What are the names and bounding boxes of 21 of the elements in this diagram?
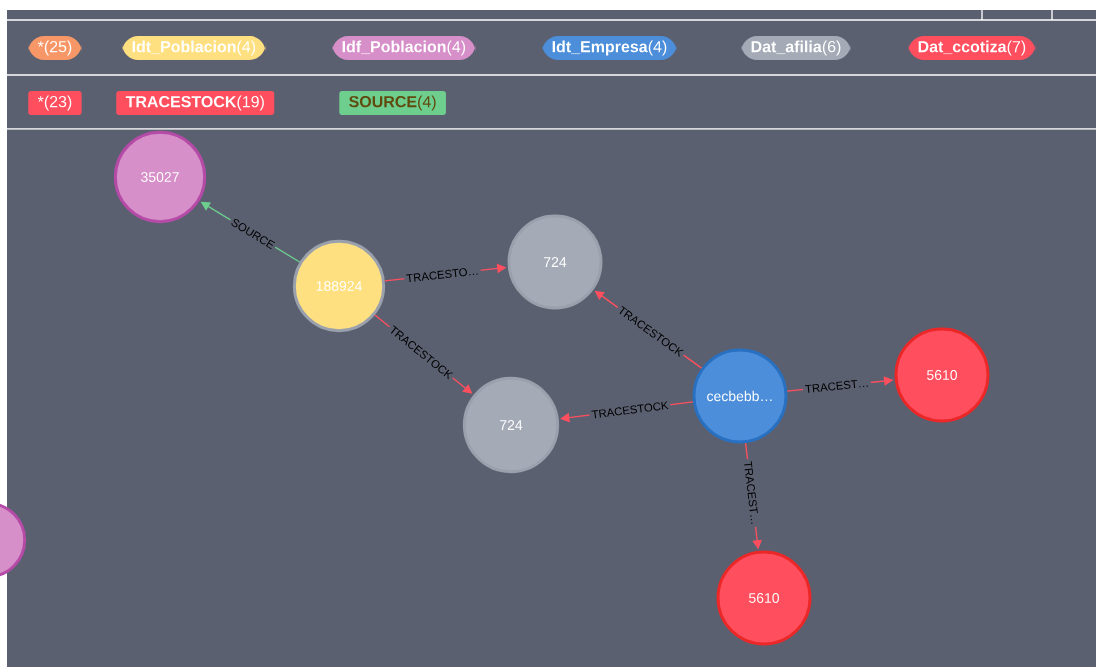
graph-node: 188924 <box>292 239 386 333</box>
label-pill: Dat_afilia(6) <box>741 36 851 60</box>
label-pill: Idt_Empresa(4) <box>542 36 677 60</box>
label-pill: Dat_ccotiza(7) <box>908 36 1036 60</box>
label-pill: SOURCE(4) <box>339 91 446 115</box>
label-pill: Idf_Poblacion(4) <box>332 36 476 60</box>
graph-node <box>0 501 27 579</box>
graph-node: 5610 <box>894 327 990 423</box>
edge-label: TRACESTOCK <box>588 398 672 421</box>
graph-node: 35027 <box>113 130 207 224</box>
graph-node: 5610 <box>716 550 812 646</box>
label-pill: Idt_Poblacion(4) <box>122 36 266 60</box>
graph-node: cecbebb… <box>692 348 788 444</box>
label-pill: *(25) <box>28 36 82 60</box>
edge-label: TRACESTO… <box>403 264 482 285</box>
graph-node: 724 <box>462 376 560 474</box>
edge-label: TRACEST… <box>741 458 762 528</box>
graph-node: 724 <box>507 214 603 310</box>
edge-label: TRACEST… <box>802 376 872 396</box>
label-pill: *(23) <box>28 91 82 115</box>
label-pill: TRACESTOCK(19) <box>116 91 275 115</box>
